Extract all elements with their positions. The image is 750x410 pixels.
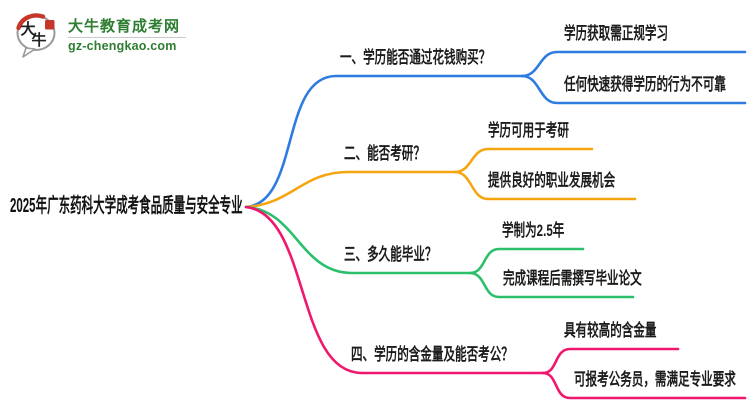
logo-char-1: 大 xyxy=(20,20,35,38)
branch-3-child-2-label: 完成课程后需撰写毕业论文 xyxy=(503,269,642,288)
branch-2-topic: 二、能否考研？ xyxy=(344,143,463,164)
branch-1-topic: 一、学历能否通过花钱购买？ xyxy=(340,47,561,68)
branch-2-child-2-label: 提供良好的职业发展机会 xyxy=(488,171,616,190)
branch-4-child-2-label: 可报考公务员，需满足专业要求 xyxy=(574,370,736,389)
logo-title: 大牛教育成考网 xyxy=(68,17,181,35)
logo-char-2: 牛 xyxy=(31,31,46,49)
branch-3-child-1-label: 学制为2.5年 xyxy=(502,221,565,240)
logo-red-arc xyxy=(16,13,46,31)
branch-1-child-2: 任何快速获得学历的行为不可靠 xyxy=(564,74,750,95)
site-logo: 大 牛 大牛教育成考网 gz-chengkao.com xyxy=(14,12,186,58)
branch-4-child-2: 可报考公务员，需满足专业要求 xyxy=(574,369,750,390)
branch-2-topic-label: 二、能否考研？ xyxy=(344,144,425,163)
root-topic-label: 2025年广东药科大学成考食品质量与安全专业 xyxy=(10,195,243,217)
branch-4-curve xyxy=(244,205,747,400)
branch-3-curve xyxy=(244,205,635,299)
branch-4-topic: 四、学历的含金量及能否考公？ xyxy=(351,344,589,365)
branch-1-topic-label: 一、学历能否通过花钱购买？ xyxy=(340,48,491,67)
logo-seal-icon xyxy=(45,20,55,30)
branch-3-child-2: 完成课程后需撰写毕业论文 xyxy=(503,268,707,289)
logo-bubble-icon: 大 牛 xyxy=(14,12,60,58)
branch-3-topic: 三、多久能毕业？ xyxy=(344,244,480,265)
logo-divider xyxy=(68,36,186,38)
branch-3-child-1: 学制为2.5年 xyxy=(502,220,594,241)
branch-2-child-1-label: 学历可用于考研 xyxy=(488,121,569,140)
logo-url: gz-chengkao.com xyxy=(68,38,177,53)
branch-1-child-2-label: 任何快速获得学历的行为不可靠 xyxy=(564,75,726,94)
branch-2-curve xyxy=(244,147,637,209)
branch-4-child-1-label: 具有较高的含金量 xyxy=(564,321,657,340)
branch-3-topic-label: 三、多久能毕业？ xyxy=(344,245,437,264)
branch-1-curve xyxy=(244,50,747,209)
root-topic: 2025年广东药科大学成考食品质量与安全专业 xyxy=(10,194,415,219)
branch-4-topic-label: 四、学历的含金量及能否考公？ xyxy=(351,345,513,364)
branch-1-child-1-label: 学历获取需正规学习 xyxy=(564,24,669,43)
branch-2-child-2: 提供良好的职业发展机会 xyxy=(488,170,675,191)
branch-2-child-1: 学历可用于考研 xyxy=(488,120,607,141)
branch-1-child-1: 学历获取需正规学习 xyxy=(564,23,717,44)
branch-4-child-1: 具有较高的含金量 xyxy=(564,320,700,341)
